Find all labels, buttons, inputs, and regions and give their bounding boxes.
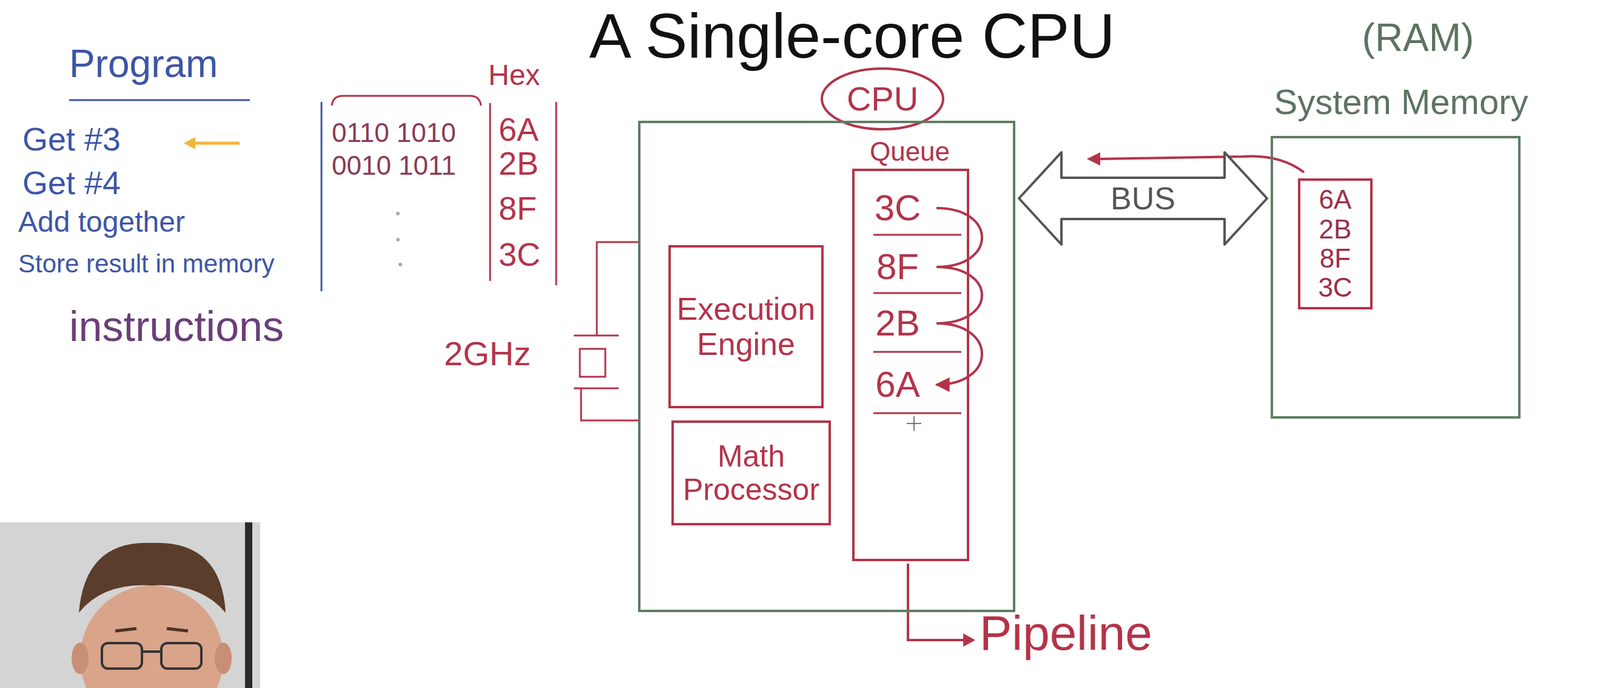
node-heading: (RAM) — [1362, 16, 1475, 59]
node-heading: Queue — [869, 137, 950, 167]
node-text: Execution Engine — [675, 291, 817, 361]
hex-code: 2B — [498, 145, 539, 182]
continuation-dot — [396, 237, 400, 242]
node-text: 2B — [1319, 214, 1352, 244]
node-text: 8F — [876, 246, 919, 287]
hex-code: 8F — [498, 190, 537, 227]
node-text: 3C — [874, 188, 922, 229]
presenter-hair — [78, 542, 226, 613]
binary-code: 0110 1010 — [331, 118, 457, 148]
diagram-title: A Single-core CPU — [588, 1, 1115, 71]
hex-code: 6A — [498, 111, 539, 148]
execution-engine-box: Execution Engine — [668, 245, 824, 409]
hex-column-line — [489, 103, 492, 281]
presenter-ear — [214, 642, 232, 674]
presenter-glasses — [161, 642, 202, 669]
presenter-face — [80, 585, 224, 688]
cpu-chip: CPUQueue3C8F2B6AExecution EngineMath Pro… — [638, 120, 1016, 612]
queue-slot: 2B — [861, 300, 935, 347]
webcam-frame — [245, 522, 253, 688]
queue-flow-arrow — [936, 323, 982, 385]
presenter-brow — [115, 628, 137, 631]
node-heading: CPU — [846, 80, 919, 118]
queue-divider — [873, 234, 962, 236]
queue-slot: 3C — [861, 184, 935, 232]
connector-label: BUS — [1106, 182, 1180, 215]
hex-code: 3C — [498, 236, 541, 273]
program-underline — [69, 99, 250, 102]
pointer-arrow — [192, 141, 240, 145]
continuation-dot — [398, 262, 403, 267]
clock-wire — [596, 242, 639, 336]
memory-block: 6A2B8F3C — [1297, 178, 1373, 310]
queue-flow-arrow — [936, 208, 982, 267]
hex-heading: Hex — [488, 59, 540, 92]
instructions-note: instructions — [69, 303, 284, 350]
node-heading: System Memory — [1274, 82, 1529, 122]
divider-line — [320, 101, 323, 292]
crystal-plate — [573, 334, 619, 337]
presenter-glasses — [141, 650, 162, 653]
clock-wire — [581, 388, 639, 421]
fetch-arrowhead — [1086, 152, 1101, 166]
node-text: Math Processor — [678, 439, 824, 507]
node-text: 6A — [1319, 184, 1352, 215]
queue-divider — [873, 412, 962, 415]
node-text: 8F — [1319, 243, 1351, 273]
queue-divider — [873, 292, 962, 295]
program-heading: Program — [69, 42, 218, 85]
fetch-arrow — [1099, 156, 1305, 173]
binary-code: 0010 1011 — [331, 151, 457, 181]
pipeline-label: Pipeline — [979, 606, 1153, 660]
instruction-line: Add together — [18, 206, 185, 239]
bus-arrow — [1018, 152, 1268, 245]
continuation-dot — [396, 211, 400, 216]
queue-slot: 6A — [861, 361, 935, 408]
node-text: 6A — [875, 364, 920, 405]
instruction-queue: Queue3C8F2B6A — [852, 168, 970, 562]
cursor-crosshair — [913, 416, 915, 431]
node-text: 3C — [1317, 272, 1352, 303]
system-memory-box: (RAM)System Memory6A2B8F3C — [1270, 135, 1521, 419]
queue-flow-arrow — [936, 266, 982, 324]
highlight-circle — [821, 68, 944, 130]
crystal-symbol — [579, 348, 606, 377]
node-text: 2B — [875, 303, 920, 344]
hex-column-line — [555, 101, 558, 286]
queue-divider — [873, 351, 962, 353]
instruction-line: Get #4 — [22, 164, 121, 201]
pipeline-arrowhead — [963, 633, 976, 647]
presenter-ear — [71, 642, 89, 674]
math-processor-box: Math Processor — [671, 420, 831, 526]
queue-slot: 8F — [861, 243, 935, 290]
presenter-glasses — [101, 642, 142, 669]
instruction-line: Store result in memory — [18, 249, 275, 278]
presenter-brow — [166, 628, 189, 631]
pointer-arrowhead — [183, 137, 196, 150]
pipeline-leader — [907, 563, 965, 640]
webcam-inset — [0, 522, 261, 688]
byte-bracket — [331, 95, 481, 106]
clock-speed: 2GHz — [443, 334, 531, 373]
instruction-line: Get #3 — [22, 121, 121, 158]
